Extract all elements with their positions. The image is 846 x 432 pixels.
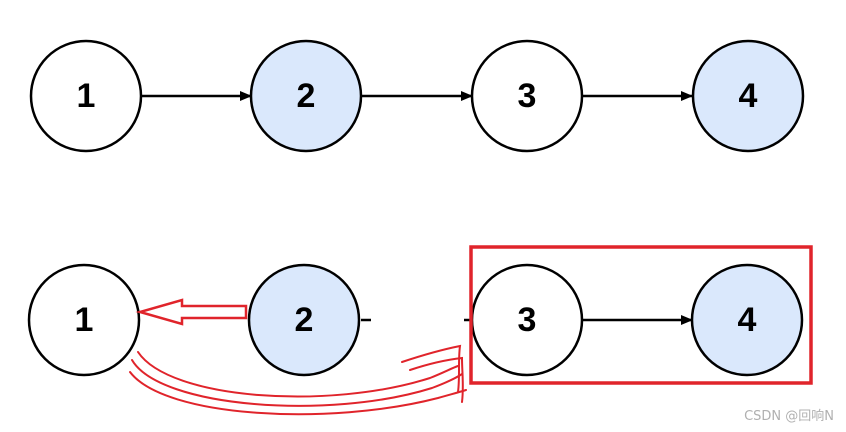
top-node-2-circle [249,39,363,153]
red-curve-stroke-1 [137,351,459,398]
bottom-node-4-circle [690,263,804,377]
watermark: CSDN @回响N [744,409,834,424]
bottom-node-3: 3 [470,263,584,377]
red-curve-stroke-3 [129,371,467,416]
bottom-node-1-circle [27,263,141,377]
bottom-node-1: 1 [27,263,141,377]
top-node-3-circle [470,39,584,153]
bottom-node-2-label: 2 [295,301,314,339]
bottom-node-3-label: 3 [518,301,537,339]
top-node-4-circle [691,39,805,153]
red-curve-arrowhead-1 [401,344,462,393]
bottom-node-2-circle [247,263,361,377]
top-node-2: 2 [249,39,363,153]
red-curve-arrowhead-2 [409,356,464,403]
top-node-1-label: 1 [77,77,96,115]
highlight-box [469,245,813,385]
top-node-3: 3 [470,39,584,153]
top-node-3-label: 3 [518,77,537,115]
bottom-node-1-label: 1 [75,301,94,339]
red-curved-arrow [129,344,467,416]
red-curve-stroke-2 [131,359,463,407]
bottom-node-2: 2 [247,263,361,377]
bottom-node-4-label: 4 [738,301,757,339]
top-node-1: 1 [29,39,143,153]
red-reverse-arrow [135,298,248,326]
top-node-4: 4 [691,39,805,153]
top-node-2-label: 2 [297,77,316,115]
top-node-4-label: 4 [739,77,758,115]
bottom-node-4: 4 [690,263,804,377]
top-node-1-circle [29,39,143,153]
